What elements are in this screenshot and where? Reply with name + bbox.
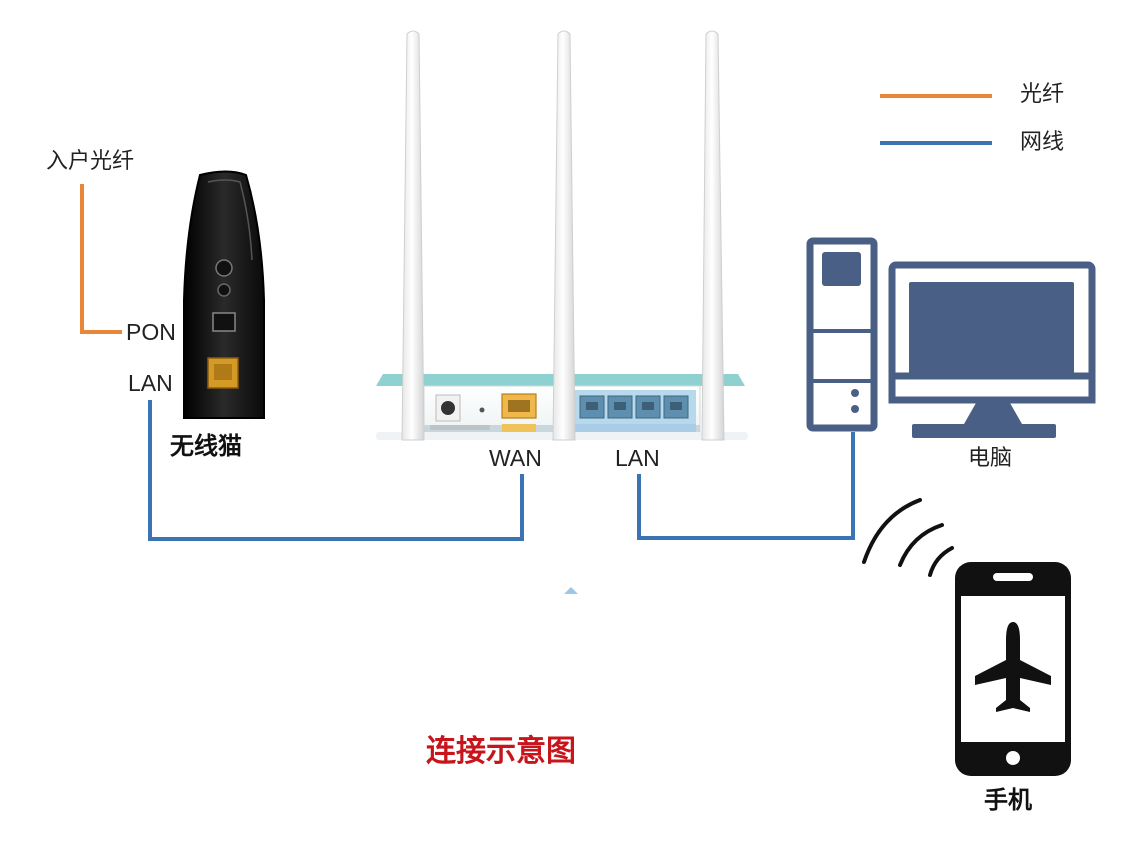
legend-fiber-label: 光纤: [1020, 82, 1065, 107]
router-power-jack: [441, 401, 455, 415]
router-antennas: [401, 30, 725, 441]
modem-lan-label: LAN: [128, 370, 173, 396]
pon-port: [212, 312, 236, 332]
smartphone: [955, 562, 1071, 776]
modem-device: [183, 170, 265, 419]
small-marker: [564, 587, 578, 594]
router-lan-label: LAN: [615, 445, 660, 471]
legend-cable-label: 网线: [1020, 130, 1065, 155]
computer-label: 电脑: [968, 446, 1013, 471]
ethernet-cable-modem-to-wan: [148, 400, 524, 541]
router-reset: [479, 407, 485, 413]
computer-tower: [806, 237, 878, 432]
phone-label: 手机: [984, 786, 1032, 814]
modem-name-label: 无线猫: [170, 432, 242, 460]
computer-monitor: [888, 261, 1096, 438]
modem-pon-label: PON: [126, 319, 176, 345]
wireless-router: [376, 30, 748, 441]
fiber-in-label: 入户光纤: [46, 149, 135, 174]
reset-hole: [217, 283, 231, 297]
diagram-title: 连接示意图: [426, 734, 576, 769]
fiber-cable: [80, 184, 122, 334]
airplane-icon: [975, 622, 1051, 712]
wifi-waves-icon: [862, 498, 954, 577]
router-wan-label: WAN: [489, 445, 542, 471]
power-jack: [215, 259, 233, 277]
ethernet-cable-lan-to-computer: [637, 432, 855, 540]
